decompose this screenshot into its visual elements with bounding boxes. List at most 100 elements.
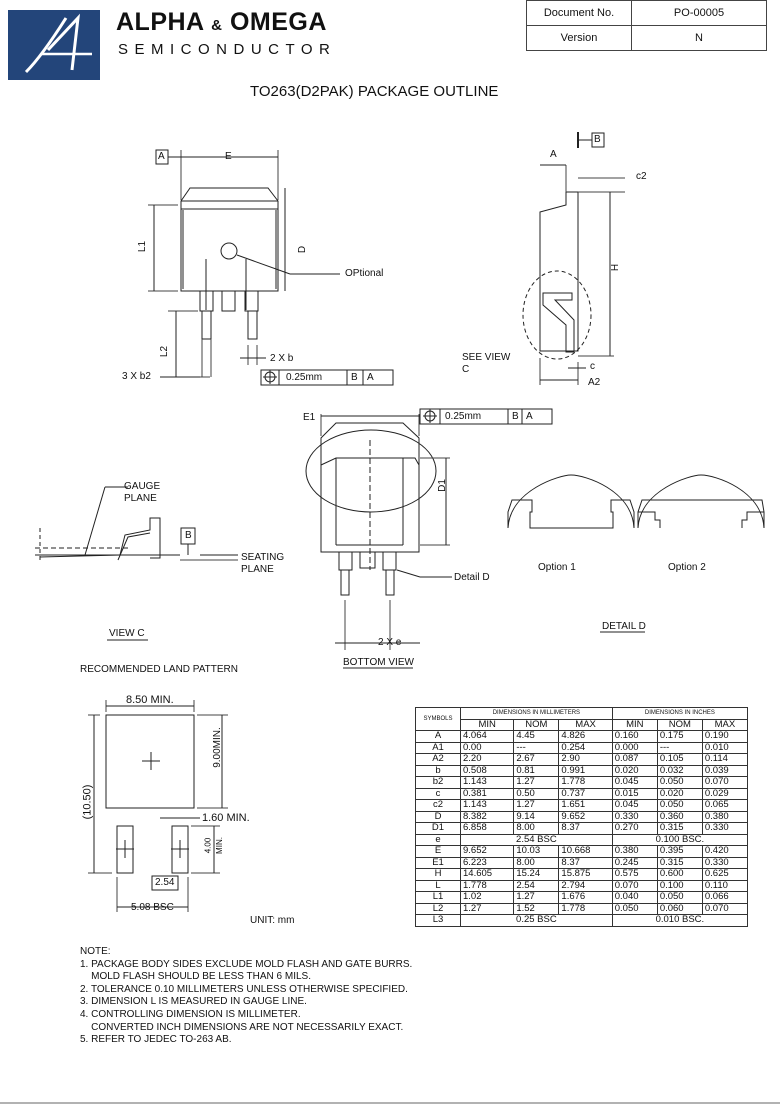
table-cell: 2.20 <box>459 753 515 766</box>
label-8-50: 8.50 MIN. <box>126 694 174 706</box>
table-cell: --- <box>513 741 560 754</box>
version-value: N <box>631 25 767 51</box>
table-cell: 8.37 <box>558 856 613 869</box>
table-cell: L1 <box>415 891 461 904</box>
table-cell: 0.00 <box>459 741 515 754</box>
label-gauge: GAUGE <box>124 481 161 492</box>
label-l1: L1 <box>137 240 149 253</box>
table-cell: L2 <box>415 902 461 915</box>
table-cell: 0.065 <box>701 799 749 812</box>
label-d: D <box>297 245 309 254</box>
label-tol2-a: A <box>526 411 533 422</box>
label-c: c <box>590 361 595 372</box>
table-cell: 0.050 <box>656 776 703 789</box>
table-cell: D1 <box>415 822 461 835</box>
table-cell: e <box>415 833 461 846</box>
label-bottom-view: BOTTOM VIEW <box>343 657 414 668</box>
table-cell: A1 <box>415 741 461 754</box>
table-cell: 4.45 <box>513 730 560 743</box>
table-cell: 15.875 <box>558 868 613 881</box>
table-cell: 1.778 <box>558 902 613 915</box>
table-cell: 0.508 <box>459 764 515 777</box>
col-min-in: MIN <box>611 718 658 731</box>
table-cell: H <box>415 868 461 881</box>
label-c2: c2 <box>636 171 647 182</box>
table-cell: 0.110 <box>701 879 749 892</box>
table-cell: 0.360 <box>656 810 703 823</box>
table-cell: 8.382 <box>459 810 515 823</box>
table-cell: 0.060 <box>656 902 703 915</box>
table-cell: 1.02 <box>459 891 515 904</box>
note-line: 2. TOLERANCE 0.10 MILLIMETERS UNLESS OTH… <box>80 983 408 995</box>
table-cell: 4.064 <box>459 730 515 743</box>
table-cell: 0.029 <box>701 787 749 800</box>
label-see-view-c: C <box>462 364 470 375</box>
table-cell: 1.52 <box>513 902 560 915</box>
note-line: CONVERTED INCH DIMENSIONS ARE NOT NECESS… <box>80 1021 404 1033</box>
version-label: Version <box>526 25 632 51</box>
note-line: 4. CONTROLLING DIMENSION IS MILLIMETER. <box>80 1008 301 1020</box>
table-cell: 6.858 <box>459 822 515 835</box>
table-cell: 2.54 <box>513 879 560 892</box>
label-unit: UNIT: mm <box>250 915 295 926</box>
table-cell: 14.605 <box>459 868 515 881</box>
label-2xb: 2 X b <box>270 353 294 364</box>
land-pattern <box>88 700 228 912</box>
table-cell: 0.315 <box>656 822 703 835</box>
table-cell: 1.143 <box>459 776 515 789</box>
symbols-header: SYMBOLS <box>415 707 461 731</box>
note-line: 5. REFER TO JEDEC TO-263 AB. <box>80 1034 232 1046</box>
label-a2: A2 <box>588 377 601 388</box>
label-seating-plane: PLANE <box>241 564 274 575</box>
table-cell: 0.737 <box>558 787 613 800</box>
label-detail-d-title: DETAIL D <box>602 621 646 632</box>
table-cell: L3 <box>415 914 461 927</box>
label-4-00: 4.00 <box>203 837 213 854</box>
table-cell: 15.24 <box>513 868 560 881</box>
table-cell: 0.070 <box>701 776 749 789</box>
note-line: 3. DIMENSION L IS MEASURED IN GAUGE LINE… <box>80 996 307 1008</box>
table-cell: 1.778 <box>558 776 613 789</box>
table-cell: 0.254 <box>558 741 613 754</box>
table-cell: 8.37 <box>558 822 613 835</box>
table-cell: 0.114 <box>701 753 749 766</box>
table-cell: 0.087 <box>611 753 658 766</box>
table-cell: 0.330 <box>701 856 749 869</box>
table-cell: 0.032 <box>656 764 703 777</box>
table-cell: 1.27 <box>513 891 560 904</box>
table-cell: E <box>415 845 461 858</box>
side-view <box>522 132 625 385</box>
table-cell: c <box>415 787 461 800</box>
table-cell: 8.00 <box>513 856 560 869</box>
dimensions-table: SYMBOLS DIMENSIONS IN MILLIMETERS DIMENS… <box>415 707 749 927</box>
table-cell: 0.420 <box>701 845 749 858</box>
table-cell: 1.676 <box>558 891 613 904</box>
label-see-view: SEE VIEW <box>462 352 511 363</box>
label-l2: L2 <box>159 345 171 358</box>
bottom-view <box>305 408 553 669</box>
table-cell: 1.27 <box>513 776 560 789</box>
table-cell: c2 <box>415 799 461 812</box>
table-cell: 6.223 <box>459 856 515 869</box>
page-title: TO263(D2PAK) PACKAGE OUTLINE <box>250 83 499 100</box>
table-cell: 0.010 <box>701 741 749 754</box>
label-datum-a: A <box>158 151 165 162</box>
table-cell: 0.050 <box>656 799 703 812</box>
table-cell: 0.050 <box>611 902 658 915</box>
label-10-50: (10.50) <box>81 784 94 820</box>
col-max-in: MAX <box>701 718 749 731</box>
label-datum-b: B <box>594 134 601 145</box>
label-2-54: 2.54 <box>155 877 175 888</box>
label-tol2-b: B <box>512 411 519 422</box>
table-cell: b <box>415 764 461 777</box>
table-cell: 8.00 <box>513 822 560 835</box>
table-cell: 0.315 <box>656 856 703 869</box>
table-cell: E1 <box>415 856 461 869</box>
